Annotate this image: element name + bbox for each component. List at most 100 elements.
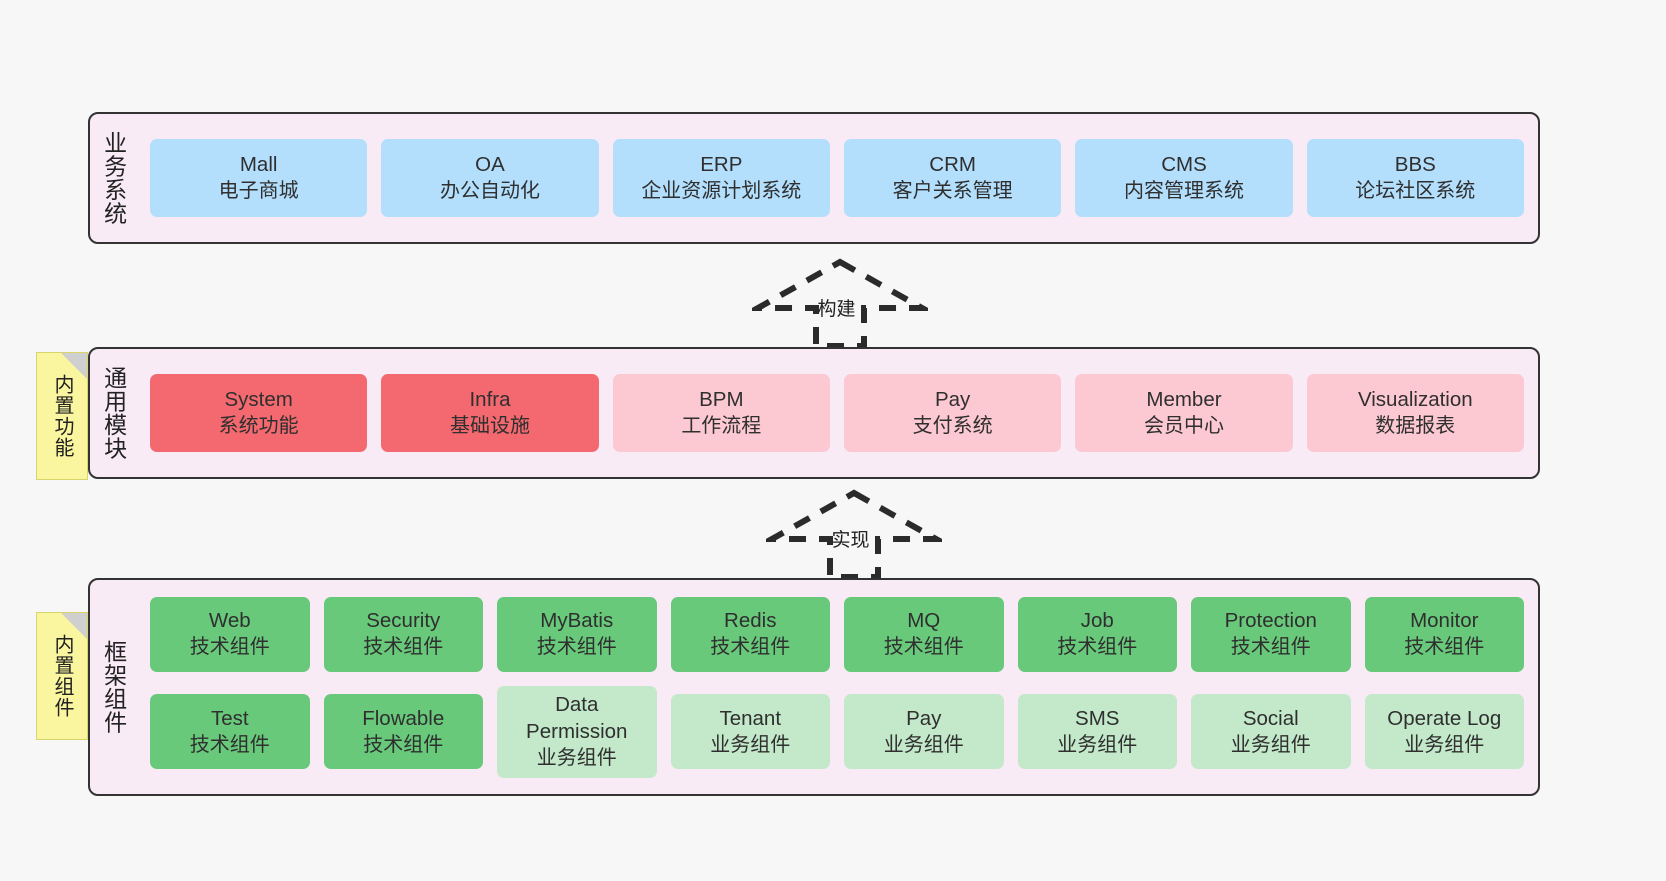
framework-box-flowable-cn: 技术组件 [363,733,444,756]
framework-box-protection[interactable]: Protection 技术组件 [1191,596,1351,672]
framework-components-box-grid: Web 技术组件 Security 技术组件 MyBatis 技术组件 Redi… [136,580,1538,794]
module-box-bpm[interactable]: BPM 工作流程 [612,374,830,452]
framework-box-pay-en: Pay [906,706,942,730]
business-systems-box-list: Mall 电子商城 OA 办公自动化 ERP 企业资源计划系统 CRM 客户关系… [136,114,1538,242]
framework-box-tenant-en: Tenant [719,706,782,730]
business-box-crm[interactable]: CRM 客户关系管理 [843,139,1062,217]
module-box-visualization-en: Visualization [1357,388,1473,412]
note-builtin-function: 内置功能 [36,352,88,480]
framework-box-mybatis-en: MyBatis [540,609,614,633]
framework-box-mybatis-cn: 技术组件 [536,636,617,659]
business-box-erp[interactable]: ERP 企业资源计划系统 [612,139,830,217]
framework-box-security-cn: 技术组件 [363,636,444,659]
module-box-system-cn: 系统功能 [218,415,299,438]
business-box-crm-cn: 客户关系管理 [892,180,1013,203]
module-box-infra-en: Infra [469,388,511,412]
framework-box-test[interactable]: Test 技术组件 [150,694,310,769]
framework-box-tenant[interactable]: Tenant 业务组件 [670,694,830,769]
framework-box-job[interactable]: Job 技术组件 [1017,596,1177,672]
framework-box-data-permission-cn: 业务组件 [536,747,617,770]
module-box-infra-cn: 基础设施 [449,415,530,438]
module-box-visualization[interactable]: Visualization 数据报表 [1306,374,1524,452]
business-box-oa-en: OA [475,153,505,177]
framework-box-security-en: Security [366,609,441,633]
business-box-cms-cn: 内容管理系统 [1123,180,1244,203]
business-box-mall-en: Mall [239,153,278,177]
framework-box-monitor-cn: 技术组件 [1404,636,1485,659]
note-builtin-component-label: 内置组件 [51,634,73,718]
framework-components-layer-title: 框架组件 [100,640,127,734]
framework-box-protection-cn: 技术组件 [1230,636,1311,659]
arrow-build-label: 构建 [817,299,856,320]
framework-box-sms-en: SMS [1075,706,1120,730]
framework-box-flowable-en: Flowable [362,706,445,730]
framework-box-redis[interactable]: Redis 技术组件 [670,596,830,672]
framework-box-test-cn: 技术组件 [189,733,270,756]
framework-box-redis-en: Redis [724,609,777,633]
framework-box-web[interactable]: Web 技术组件 [150,596,310,672]
framework-box-test-en: Test [210,706,249,730]
module-box-visualization-cn: 数据报表 [1375,415,1456,438]
framework-box-mybatis[interactable]: MyBatis 技术组件 [497,596,657,672]
business-systems-layer: 业务系统 Mall 电子商城 OA 办公自动化 ERP 企业资源计划系统 CRM… [88,112,1540,244]
framework-row-business: Test 技术组件 Flowable 技术组件 Data Permission … [150,685,1524,778]
framework-box-monitor[interactable]: Monitor 技术组件 [1364,596,1524,672]
common-modules-layer: 通用模块 System 系统功能 Infra 基础设施 BPM 工作流程 Pay… [88,347,1540,479]
business-box-mall-cn: 电子商城 [218,180,299,203]
framework-box-data-permission[interactable]: Data Permission 业务组件 [497,685,657,778]
arrow-implement-label: 实现 [831,530,870,551]
framework-box-mq[interactable]: MQ 技术组件 [844,596,1004,672]
business-box-erp-en: ERP [700,153,743,177]
framework-box-tenant-cn: 业务组件 [710,733,791,756]
module-box-member-cn: 会员中心 [1143,415,1224,438]
module-box-pay-cn: 支付系统 [912,415,993,438]
framework-row-technical: Web 技术组件 Security 技术组件 MyBatis 技术组件 Redi… [150,596,1524,672]
framework-box-web-cn: 技术组件 [189,636,270,659]
business-box-bbs[interactable]: BBS 论坛社区系统 [1306,139,1524,217]
module-box-pay[interactable]: Pay 支付系统 [843,374,1062,452]
framework-box-sms-cn: 业务组件 [1057,733,1138,756]
framework-box-pay[interactable]: Pay 业务组件 [844,694,1004,769]
business-box-cms-en: CMS [1161,153,1207,177]
framework-box-web-en: Web [208,609,251,633]
framework-box-job-en: Job [1080,609,1114,633]
framework-box-sms[interactable]: SMS 业务组件 [1017,694,1177,769]
note-fold-corner-icon [61,613,87,639]
generalization-arrow-implement: 实现 [766,487,942,579]
note-fold-corner-icon [61,353,87,379]
business-box-cms[interactable]: CMS 内容管理系统 [1075,139,1293,217]
framework-box-flowable[interactable]: Flowable 技术组件 [323,694,483,769]
framework-box-operate-log-en: Operate Log [1387,706,1502,730]
module-box-system[interactable]: System 系统功能 [150,374,368,452]
framework-components-layer: 框架组件 Web 技术组件 Security 技术组件 MyBatis 技术组件… [88,578,1540,796]
note-builtin-component: 内置组件 [36,612,88,740]
business-box-bbs-cn: 论坛社区系统 [1355,180,1476,203]
module-box-bpm-cn: 工作流程 [681,415,762,438]
framework-box-job-cn: 技术组件 [1057,636,1138,659]
business-box-oa[interactable]: OA 办公自动化 [381,139,599,217]
module-box-pay-en: Pay [934,388,971,412]
framework-box-operate-log-cn: 业务组件 [1404,733,1485,756]
framework-box-monitor-en: Monitor [1410,609,1479,633]
module-box-member-en: Member [1146,388,1222,412]
framework-box-security[interactable]: Security 技术组件 [323,596,483,672]
module-box-bpm-en: BPM [699,388,744,412]
common-modules-box-list: System 系统功能 Infra 基础设施 BPM 工作流程 Pay 支付系统… [136,349,1538,477]
business-box-mall[interactable]: Mall 电子商城 [150,139,368,217]
module-box-member[interactable]: Member 会员中心 [1075,374,1293,452]
module-box-infra[interactable]: Infra 基础设施 [381,374,599,452]
framework-box-social[interactable]: Social 业务组件 [1191,694,1351,769]
module-box-system-en: System [224,388,293,412]
framework-box-protection-en: Protection [1224,609,1317,633]
business-box-oa-cn: 办公自动化 [439,180,540,203]
business-box-erp-cn: 企业资源计划系统 [641,180,802,203]
framework-box-data-permission-en: Data Permission [526,693,628,744]
note-builtin-function-label: 内置功能 [51,374,73,458]
framework-box-pay-cn: 业务组件 [883,733,964,756]
business-systems-layer-title: 业务系统 [100,131,127,225]
business-box-bbs-en: BBS [1394,153,1436,177]
framework-box-redis-cn: 技术组件 [710,636,791,659]
framework-box-operate-log[interactable]: Operate Log 业务组件 [1364,694,1524,769]
framework-box-mq-en: MQ [907,609,941,633]
business-box-crm-en: CRM [929,153,976,177]
